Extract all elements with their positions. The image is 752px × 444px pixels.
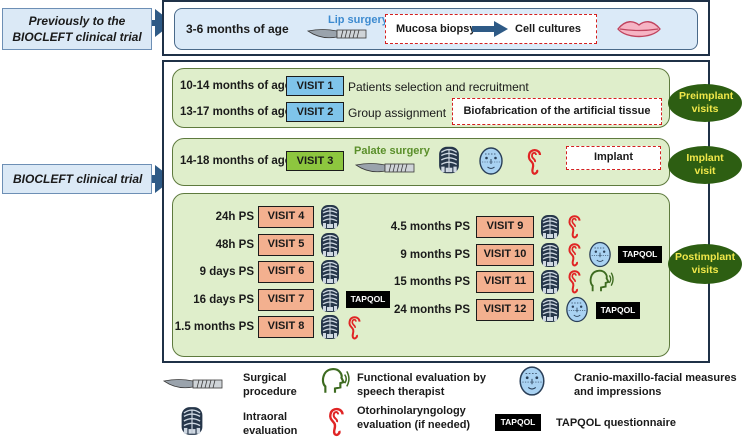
biopsy-label: Mucosa biopsy — [396, 23, 476, 35]
biofabrication-box: Biofabrication of the artificial tissue — [452, 98, 662, 125]
preimplant-row2-age: 13-17 months of age* — [180, 106, 296, 118]
implant-oval-text: Implant visit — [686, 152, 724, 177]
ps-label: 1.5 months PS — [174, 321, 254, 333]
ear-icon — [326, 404, 348, 438]
biopsy-box — [385, 14, 597, 44]
visit-5-box: VISIT 5 — [258, 234, 314, 256]
implant-oval: Implant visit — [668, 146, 742, 184]
legend-surgical: Surgical procedure — [243, 372, 297, 398]
visit-10-box: VISIT 10 — [476, 244, 534, 266]
palate-icon — [438, 145, 460, 175]
arrow-right-icon — [472, 21, 508, 37]
trial-label: BIOCLEFT clinical trial — [2, 164, 152, 194]
visit-12-box: VISIT 12 — [476, 299, 534, 321]
palate-icon — [540, 269, 560, 295]
lips-icon — [617, 21, 661, 38]
visit-4-box: VISIT 4 — [258, 206, 314, 228]
visit-11-box: VISIT 11 — [476, 271, 534, 293]
preimplant-oval: Preimplant visits — [668, 84, 742, 122]
cultures-label: Cell cultures — [515, 23, 582, 35]
tapqol-badge: TAPQOL — [495, 414, 541, 431]
preimplant-row1-age: 10-14 months of age — [180, 80, 292, 92]
legend-ent: Otorhinolaryngology evaluation (if neede… — [357, 405, 471, 431]
speech-head-icon — [320, 366, 350, 396]
ps-label: 15 months PS — [393, 276, 470, 288]
top-surgery-label: Lip surgery — [328, 14, 388, 26]
ear-icon — [566, 267, 584, 295]
implant-box: Implant — [566, 146, 661, 170]
ps-label: 16 days PS — [193, 294, 254, 306]
scalpel-icon — [354, 160, 416, 178]
face-icon — [478, 146, 504, 176]
ps-label: 9 months PS — [400, 249, 470, 261]
palate-icon — [540, 242, 560, 268]
tapqol-badge: TAPQOL — [618, 246, 662, 263]
palate-icon — [320, 287, 340, 313]
visit-2-box: VISIT 2 — [286, 102, 344, 122]
ear-icon — [346, 313, 364, 341]
preimplant-row1-desc: Patients selection and recruitment — [348, 80, 529, 94]
speech-head-icon — [588, 268, 614, 294]
ear-icon — [525, 146, 545, 176]
palate-icon — [320, 232, 340, 258]
face-icon — [565, 296, 589, 323]
ps-label: 24 months PS — [393, 304, 470, 316]
visit-9-box: VISIT 9 — [476, 216, 534, 238]
face-icon — [588, 241, 612, 268]
trial-arrow-stem — [152, 175, 156, 183]
visit-1-box: VISIT 1 — [286, 76, 344, 96]
top-age: 3-6 months of age — [186, 22, 289, 36]
ps-label: 24h PS — [215, 211, 254, 223]
previous-arrow-stem — [152, 20, 156, 26]
ear-icon — [566, 212, 584, 240]
ps-label: 48h PS — [215, 239, 254, 251]
palate-icon — [540, 214, 560, 240]
legend-intraoral: Intraoral evaluation — [243, 411, 298, 437]
tapqol-badge: TAPQOL — [346, 291, 390, 308]
ps-label: 9 days PS — [199, 266, 254, 278]
postimplant-oval-text: Postimplant visits — [675, 251, 736, 276]
palate-icon — [540, 297, 560, 323]
visit-8-box: VISIT 8 — [258, 316, 314, 338]
palate-icon — [320, 259, 340, 285]
preimplant-row2-desc: Group assignment — [348, 106, 447, 120]
visit-6-box: VISIT 6 — [258, 261, 314, 283]
visit-7-box: VISIT 7 — [258, 289, 314, 311]
tapqol-badge: TAPQOL — [596, 302, 640, 319]
implant-age: 14-18 months of age — [180, 155, 292, 167]
ps-label: 4.5 months PS — [390, 221, 470, 233]
face-icon — [518, 366, 546, 396]
scalpel-icon — [306, 26, 368, 44]
postimplant-oval: Postimplant visits — [668, 244, 742, 284]
legend-cranio: Cranio-maxillo-facial measures and impre… — [574, 372, 737, 398]
legend-tapqol: TAPQOL questionnaire — [556, 417, 676, 429]
scalpel-icon — [160, 376, 226, 394]
previous-trial-label: Previously to the BIOCLEFT clinical tria… — [2, 8, 152, 50]
palate-icon — [320, 204, 340, 230]
palate-icon — [320, 314, 340, 340]
ear-icon — [566, 240, 584, 268]
visit-3-box: VISIT 3 — [286, 151, 344, 171]
preimplant-oval-text: Preimplant visits — [679, 90, 734, 115]
palate-surgery-label: Palate surgery — [354, 145, 430, 157]
postimplant-pane — [172, 193, 670, 357]
palate-icon — [180, 406, 204, 436]
legend-speech: Functional evaluation by speech therapis… — [357, 372, 486, 398]
